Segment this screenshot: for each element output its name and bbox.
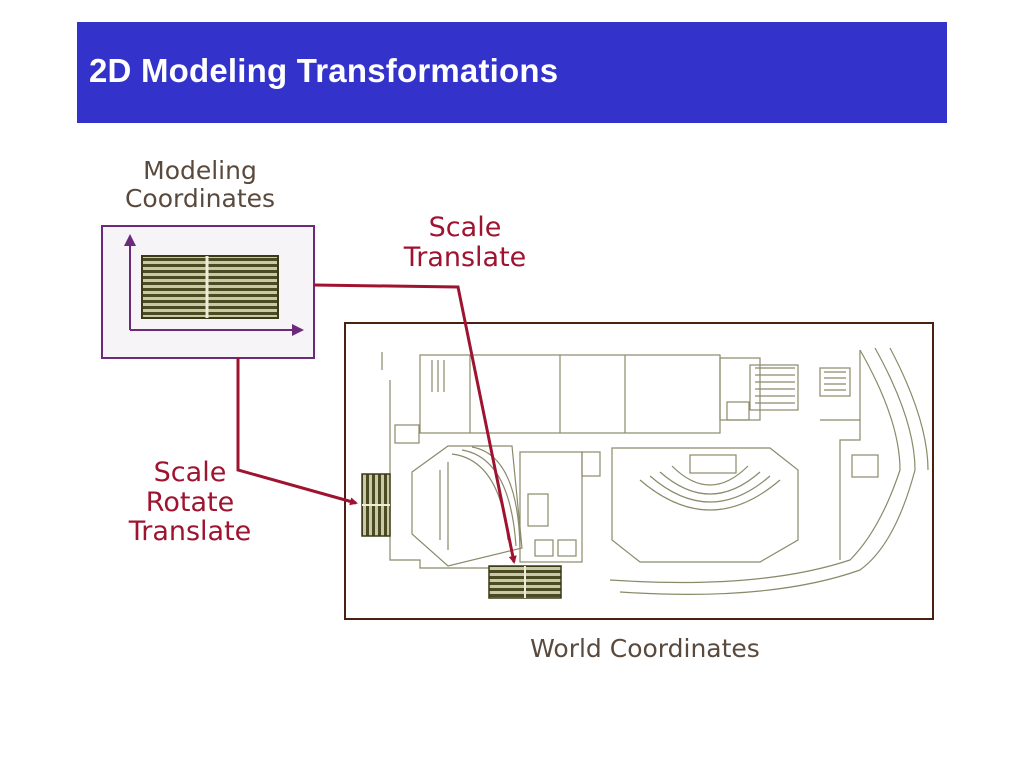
floor-plan [381,347,929,595]
transform-1-line-1: Scale [428,212,502,243]
scale-rotate-translate-label: Scale Rotate Translate [115,458,265,547]
modeling-label-line-1: Modeling [143,156,257,185]
slide-title: 2D Modeling Transformations [89,52,559,89]
scale-rotate-translate-arrow [236,358,358,506]
scale-translate-arrow [313,283,517,564]
transform-2-line-3: Translate [128,516,252,548]
chair-instance-translated [488,565,562,599]
modeling-label-line-2: Coordinates [124,183,276,213]
world-coordinates-label: World Coordinates [530,634,760,663]
title-bar: 2D Modeling Transformations [77,22,947,123]
transform-1-line-2: Translate [403,241,527,273]
modeling-coordinates-label: Modeling Coordinates [100,157,300,212]
scale-translate-label: Scale Translate [395,213,535,272]
chair-instance-rotated [361,473,391,537]
chair-object-modeling [141,255,279,319]
transform-2-line-1: Scale [153,457,227,488]
transform-2-line-2: Rotate [145,486,235,518]
